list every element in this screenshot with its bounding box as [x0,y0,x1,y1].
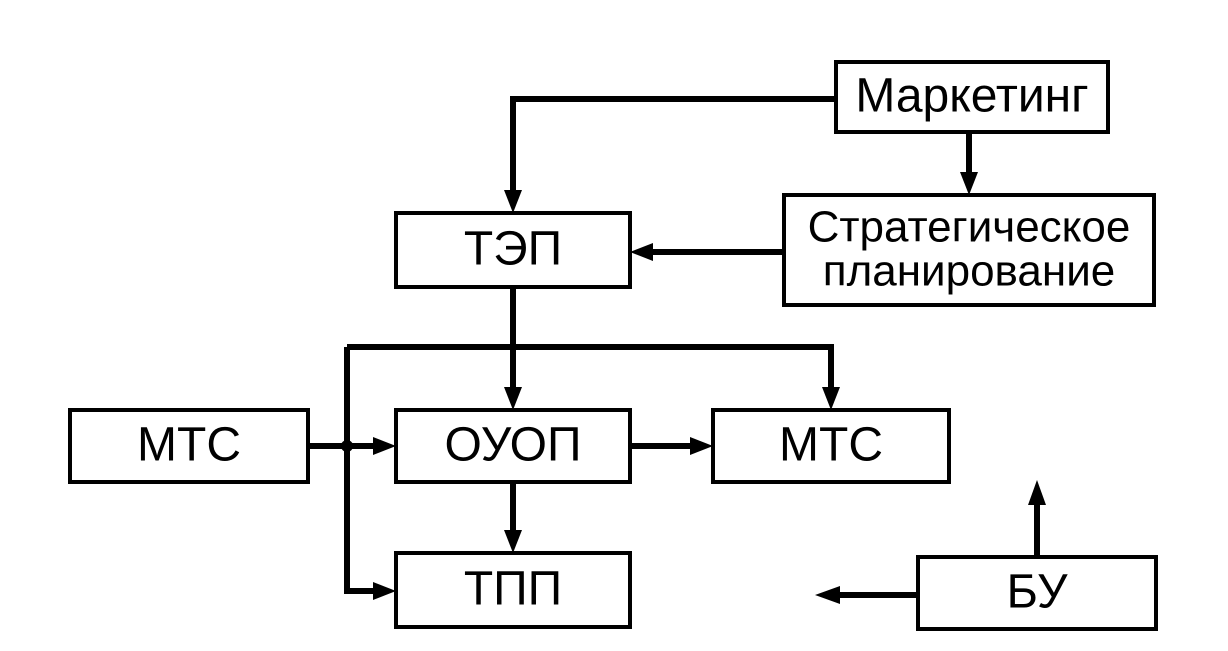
node-tpp-label: ТПП [464,563,562,616]
node-ouop: ОУОП [394,408,632,484]
node-bu: БУ [916,555,1158,631]
edge-bu-up-arrowhead [1028,480,1046,505]
node-strategic-planning-label-line2: планирование [823,247,1116,296]
edge-left-to-tpp-arrowhead [373,582,396,600]
edge-bus-to-mts-right-arrowhead [822,387,840,410]
edge-ouop-to-tpp-arrowhead [504,530,522,553]
edge-marketing-to-tep [510,96,836,198]
edge-marketing-to-tep-arrowhead [504,190,522,213]
edge-tep-to-ouop-arrowhead [504,387,522,410]
node-tpp-box [394,551,632,629]
node-ouop-label: ОУОП [444,419,581,472]
node-marketing: Маркетинг [834,60,1110,134]
node-marketing-label: Маркетинг [855,70,1088,123]
node-tep: ТЭП [394,211,632,289]
node-strategic-planning: Стратегическое планирование [782,193,1156,307]
edge-bus-top [347,344,834,395]
node-mts-right-label: МТС [779,419,883,472]
edge-mts-left-to-ouop-arrowhead [373,437,396,455]
node-tpp: ТПП [394,551,632,629]
edge-bu-left-arrowhead [815,586,840,604]
edge-left-vertical [344,347,381,594]
node-strategic-planning-label-line1: Стратегическое [808,203,1131,252]
node-mts-left-label: МТС [137,419,241,472]
node-bu-label: БУ [1007,566,1068,619]
node-mts-left: МТС [68,408,310,484]
node-tep-label: ТЭП [464,223,562,276]
node-mts-right: МТС [711,408,951,484]
edge-marketing-to-strategic-arrowhead [960,172,978,195]
node-strategic-planning-box [782,193,1156,307]
edge-ouop-to-mts-right-arrowhead [690,437,713,455]
edge-strategic-to-tep-arrowhead [630,243,653,261]
junction-dot [341,440,353,452]
